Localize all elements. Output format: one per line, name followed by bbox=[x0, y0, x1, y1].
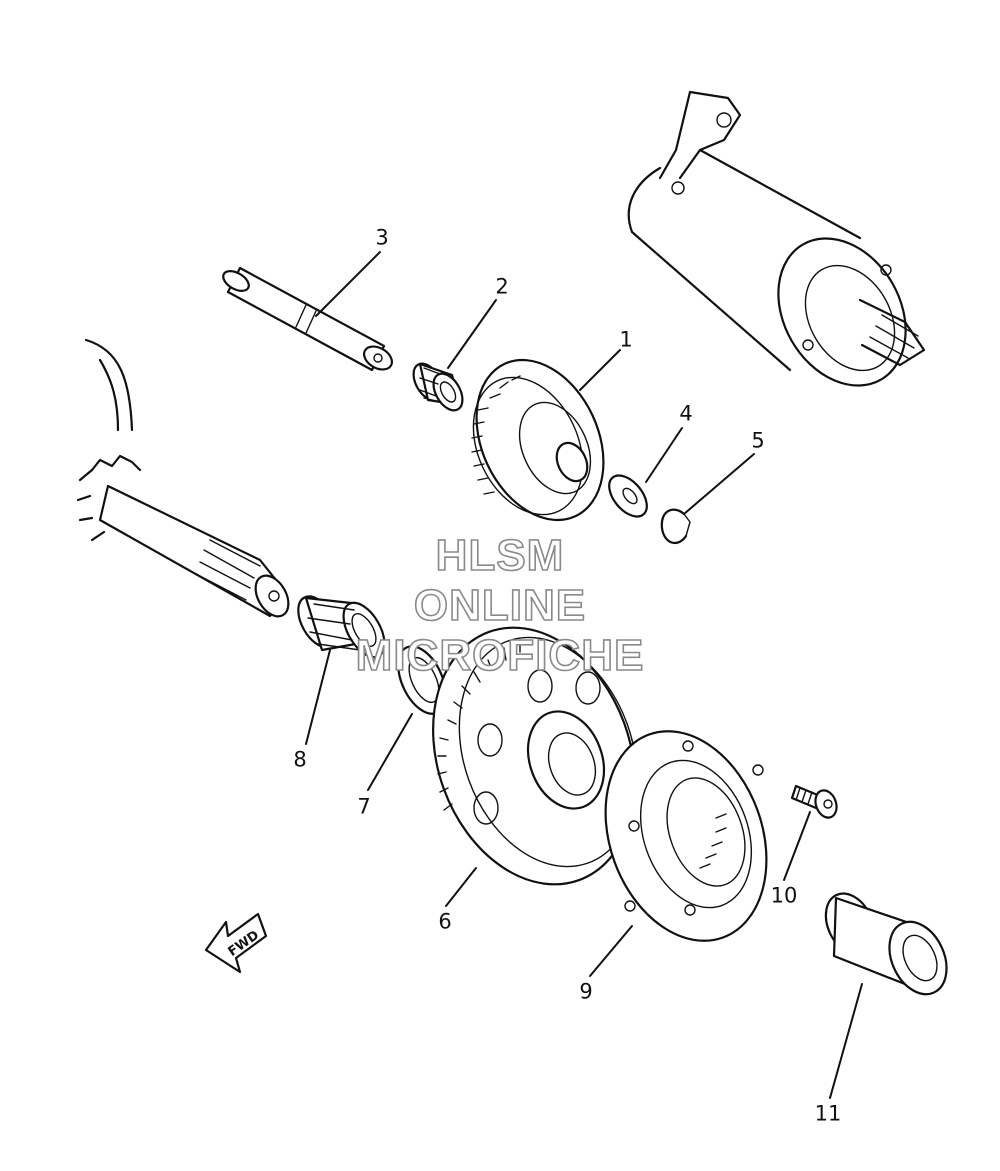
callout-7: 7 bbox=[357, 794, 371, 819]
fwd-arrow-icon: FWD bbox=[204, 912, 268, 974]
part-5-circlip bbox=[660, 508, 691, 545]
callout-9: 9 bbox=[579, 979, 593, 1004]
callout-2: 2 bbox=[495, 274, 509, 299]
starter-motor bbox=[627, 90, 926, 387]
callout-4: 4 bbox=[679, 401, 693, 426]
callout-5: 5 bbox=[751, 428, 765, 453]
part-2-needle-bearing bbox=[412, 362, 464, 412]
watermark-line-2: ONLINE bbox=[413, 581, 587, 630]
watermark-line-3: MICROFICHE bbox=[355, 631, 645, 680]
callout-10: 10 bbox=[770, 883, 798, 908]
part-1-idler-gear bbox=[471, 358, 605, 522]
callout-3: 3 bbox=[375, 225, 389, 250]
callout-1: 1 bbox=[619, 327, 633, 352]
callout-leader-lines bbox=[305, 251, 863, 1099]
part-4-washer bbox=[608, 474, 648, 518]
callout-8: 8 bbox=[293, 747, 307, 772]
callout-6: 6 bbox=[438, 909, 452, 934]
part-9-one-way-clutch bbox=[604, 730, 768, 942]
part-10-bolt bbox=[790, 784, 838, 819]
part-8-bearing bbox=[297, 595, 386, 659]
crankshaft bbox=[76, 338, 290, 618]
part-6-starter-wheel-gear bbox=[432, 626, 638, 886]
callout-11: 11 bbox=[814, 1101, 842, 1126]
part-11-collar bbox=[824, 892, 948, 996]
watermark-line-1: HLSM bbox=[435, 531, 565, 580]
part-3-shaft bbox=[222, 266, 394, 372]
